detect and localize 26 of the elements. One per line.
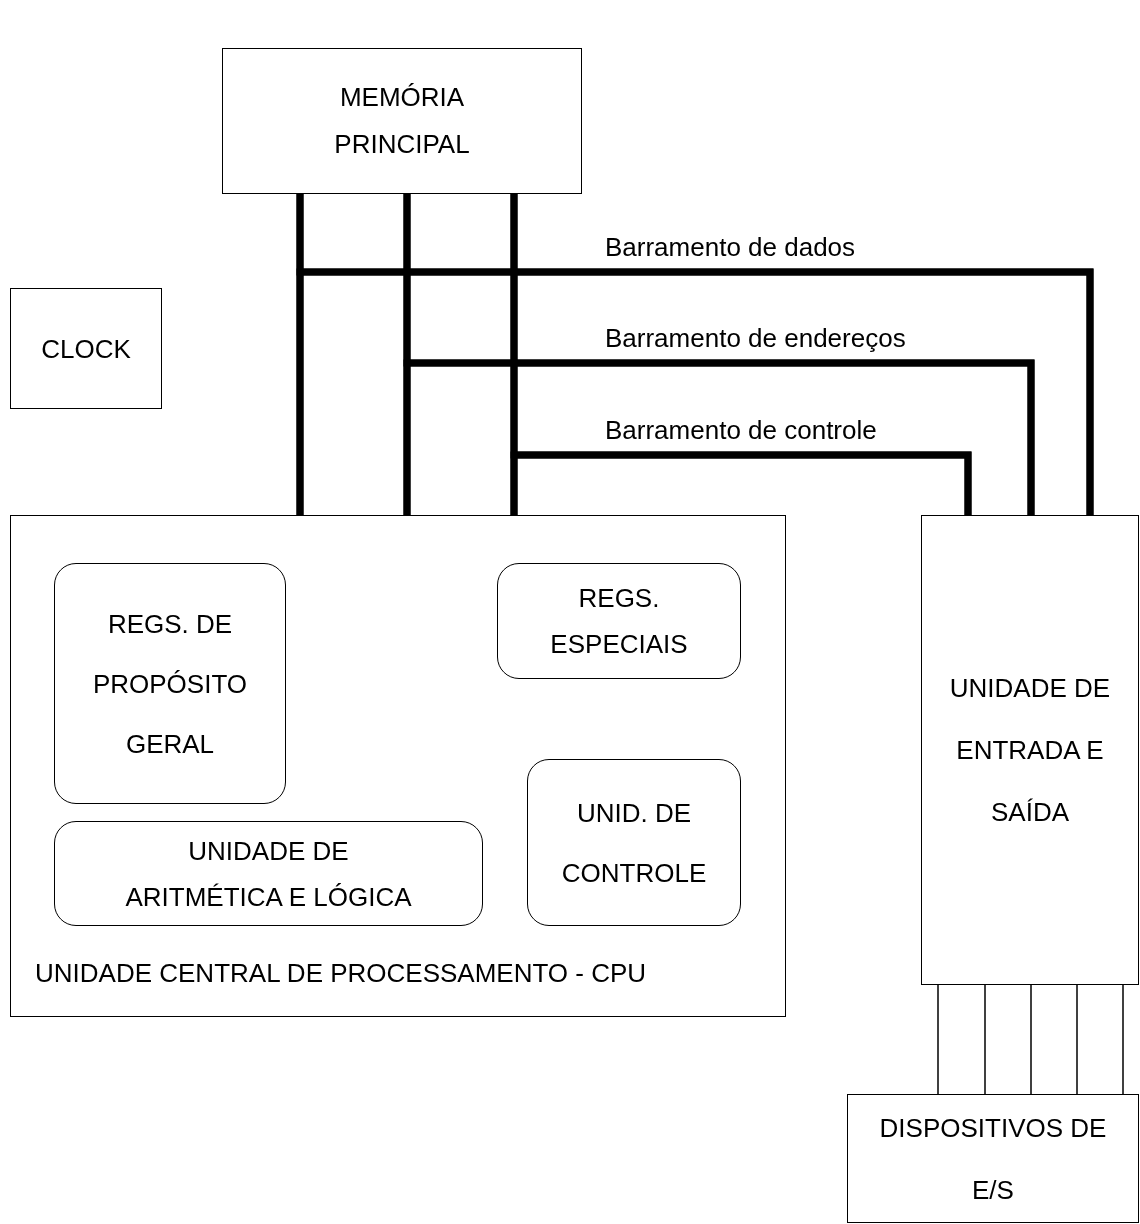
node-label: UNIDADE DE ENTRADA E SAÍDA bbox=[948, 672, 1112, 829]
node-label: DISPOSITIVOS DE E/S bbox=[878, 1111, 1108, 1207]
bus-line bbox=[403, 359, 1035, 515]
node-label: REGS. DE PROPÓSITO GERAL bbox=[91, 607, 249, 761]
control-unit-box bbox=[527, 759, 741, 926]
node-label: REGS. ESPECIAIS bbox=[549, 582, 689, 661]
alu-box bbox=[54, 821, 483, 926]
node-label: CLOCK bbox=[41, 333, 131, 364]
cpu-box bbox=[10, 515, 786, 1017]
connector-line bbox=[1122, 984, 1124, 1095]
connector-line bbox=[984, 984, 986, 1095]
memory-box bbox=[222, 48, 582, 194]
bus-line bbox=[296, 268, 1094, 515]
connector-line bbox=[937, 984, 939, 1095]
io-unit-box bbox=[921, 515, 1139, 985]
io-devices-box bbox=[847, 1094, 1139, 1223]
register-box bbox=[497, 563, 741, 679]
connector-line bbox=[1076, 984, 1078, 1095]
register-box bbox=[54, 563, 286, 804]
cpu-label: UNIDADE CENTRAL DE PROCESSAMENTO - CPU bbox=[35, 958, 647, 988]
node-label: MEMÓRIA PRINCIPAL bbox=[333, 81, 471, 161]
bus-line bbox=[510, 451, 972, 515]
node-label: UNID. DE CONTROLE bbox=[560, 796, 708, 890]
clock-box bbox=[10, 288, 162, 409]
connector-line bbox=[1030, 984, 1032, 1095]
node-label: UNIDADE DE ARITMÉTICA E LÓGICA bbox=[124, 834, 413, 914]
